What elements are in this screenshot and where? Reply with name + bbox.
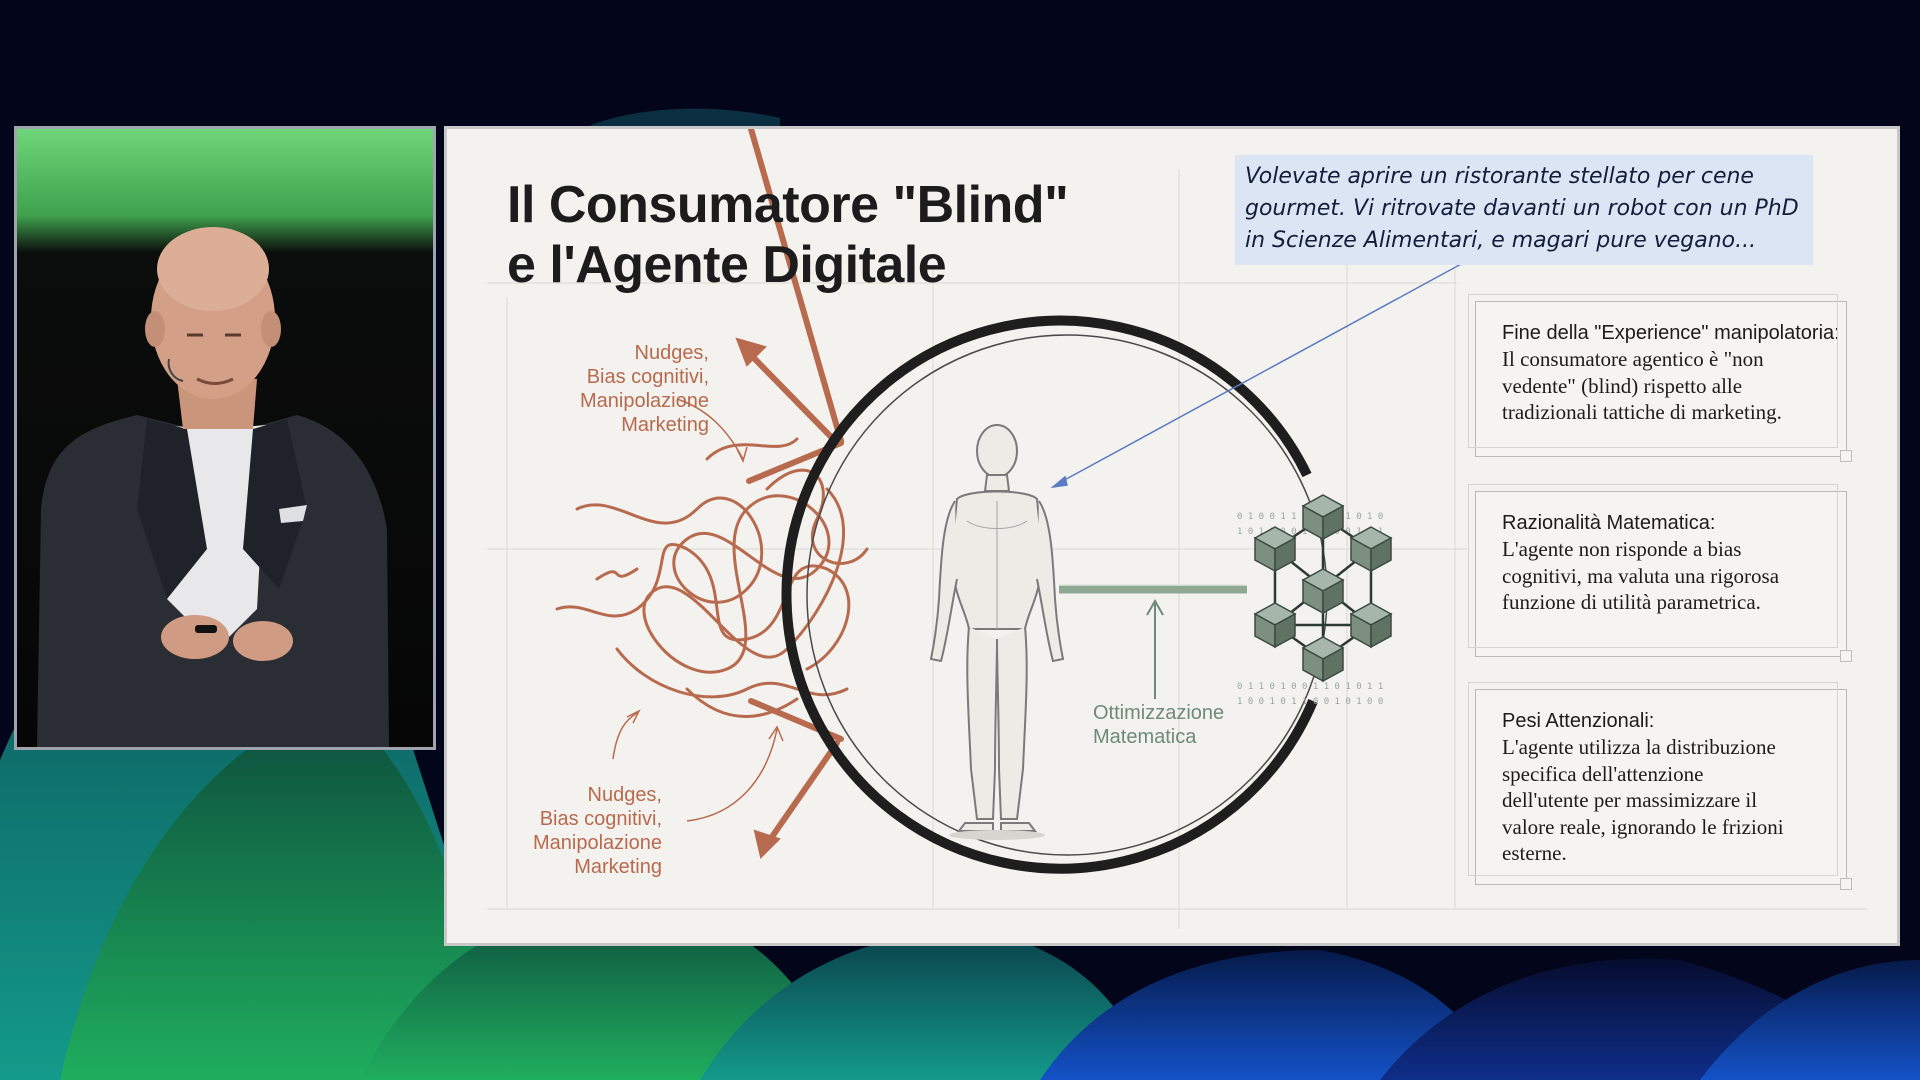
slide-title-line-1: Il Consumatore "Blind" xyxy=(507,176,1069,234)
info-box-experience: Fine della "Experience" manipolatoria: I… xyxy=(1468,294,1852,462)
slide-diagram: 0 1 0 0 1 1 0 1 0 1 1 0 1 0 1 0 1 1 0 0 … xyxy=(487,129,1867,929)
info-box-text: L'agente utilizza la distribuzione speci… xyxy=(1502,735,1784,865)
nudge-label-bottom: Nudges, Bias cognitivi, Manipolazione Ma… xyxy=(533,784,662,878)
nudge-label-top: Nudges, Bias cognitivi, Manipolazione Ma… xyxy=(580,342,709,436)
optimization-arrow xyxy=(1146,598,1164,699)
info-box-attention: Pesi Attenzionali: L'agente utilizza la … xyxy=(1468,682,1852,890)
tangle-icon xyxy=(555,437,869,718)
info-box-text: L'agente non risponde a bias cognitivi, … xyxy=(1502,537,1780,614)
pointer-arrows xyxy=(612,398,784,822)
presentation-slide: 0 1 0 0 1 1 0 1 0 1 1 0 1 0 1 0 1 1 0 0 … xyxy=(444,126,1900,946)
speaker-video-frame xyxy=(14,126,436,750)
quote-line-3: in Scienze Alimentari, e magari pure veg… xyxy=(1245,228,1757,253)
info-box-rationality: Razionalità Matematica: L'agente non ris… xyxy=(1468,484,1852,662)
svg-text:1 0 0 1 0 1 1 0 0 1 0 1 0 0: 1 0 0 1 0 1 1 0 0 1 0 1 0 0 xyxy=(1237,697,1383,707)
optimization-label: Ottimizzazione Matematica xyxy=(1093,702,1225,748)
human-body-icon xyxy=(929,424,1065,832)
info-box-heading: Fine della "Experience" manipolatoria: xyxy=(1502,322,1840,344)
blind-ring xyxy=(781,315,1328,874)
quote-line-2: gourmet. Vi ritrovate davanti un robot c… xyxy=(1245,196,1799,221)
info-box-heading: Pesi Attenzionali: xyxy=(1502,710,1655,732)
slide-title: Il Consumatore "Blind" e l'Agente Digita… xyxy=(507,175,1069,295)
info-box-text: Il consumatore agentico è "non vedente" … xyxy=(1502,347,1782,424)
cube-network-icon xyxy=(1253,494,1393,683)
quote-line-1: Volevate aprire un ristorante stellato p… xyxy=(1245,164,1754,189)
quote-annotation: Volevate aprire un ristorante stellato p… xyxy=(1235,155,1813,265)
svg-text:0 1 1 0 1 0 0 1 1 0 1 0 1 1: 0 1 1 0 1 0 0 1 1 0 1 0 1 1 xyxy=(1237,682,1383,692)
slide-title-line-2: e l'Agente Digitale xyxy=(507,236,947,294)
annotation-pointer xyxy=(1050,262,1464,489)
info-box-heading: Razionalità Matematica: xyxy=(1502,512,1716,534)
speaker-illustration xyxy=(17,129,433,747)
